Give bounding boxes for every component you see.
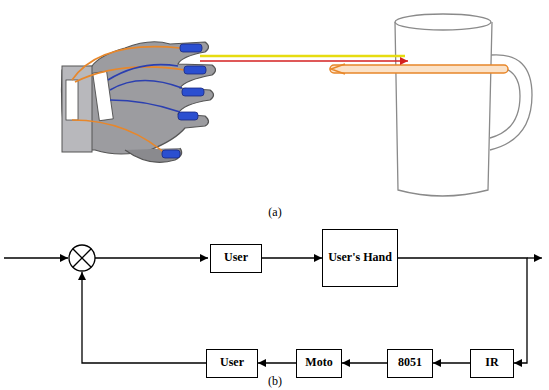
signal-arrow — [398, 258, 527, 363]
mug — [395, 14, 532, 196]
glove-wires — [72, 47, 185, 158]
glove-signal-wires — [108, 65, 182, 112]
glove-cuff — [62, 66, 92, 152]
summing-junction — [69, 245, 95, 271]
signal-arrow — [262, 257, 322, 258]
block-label: 8051 — [398, 356, 422, 370]
mug-body — [395, 22, 492, 196]
red-beam — [200, 60, 408, 62]
subfigure-label: (a) — [267, 205, 282, 220]
block-label: User's Hand — [328, 251, 392, 265]
controller-block: 8051 — [387, 349, 433, 378]
glove-thumb — [125, 148, 182, 162]
glove-body — [62, 42, 216, 154]
block-label: User — [224, 251, 248, 265]
input-arrow — [4, 257, 68, 258]
wrist-module — [66, 80, 78, 120]
ir-sensor-block: IR — [470, 349, 514, 378]
signal-arrow — [433, 362, 470, 363]
block-label: User — [220, 356, 244, 370]
fingertip-sensors — [162, 44, 206, 158]
reflected-arrowhead — [331, 64, 345, 74]
feedback-arrow — [82, 272, 206, 363]
user-feedback-block: User — [206, 349, 258, 378]
block-label: IR — [485, 356, 498, 370]
output-arrow — [527, 257, 542, 258]
signal-arrow — [342, 362, 387, 363]
user-block: User — [210, 244, 262, 273]
subfigure-label: (b) — [267, 374, 283, 389]
junction-output-arrow — [95, 257, 208, 258]
block-label: Moto — [305, 356, 332, 370]
mug-rim — [395, 14, 491, 30]
yellow-beam — [200, 55, 405, 58]
reflected-beam — [330, 65, 508, 73]
ir-beams — [200, 56, 508, 74]
glove — [62, 42, 216, 163]
motor-block: Moto — [296, 349, 342, 378]
signal-arrow — [258, 362, 296, 363]
hand-block: User's Hand — [322, 229, 398, 287]
mug-handle-inner — [490, 66, 520, 138]
